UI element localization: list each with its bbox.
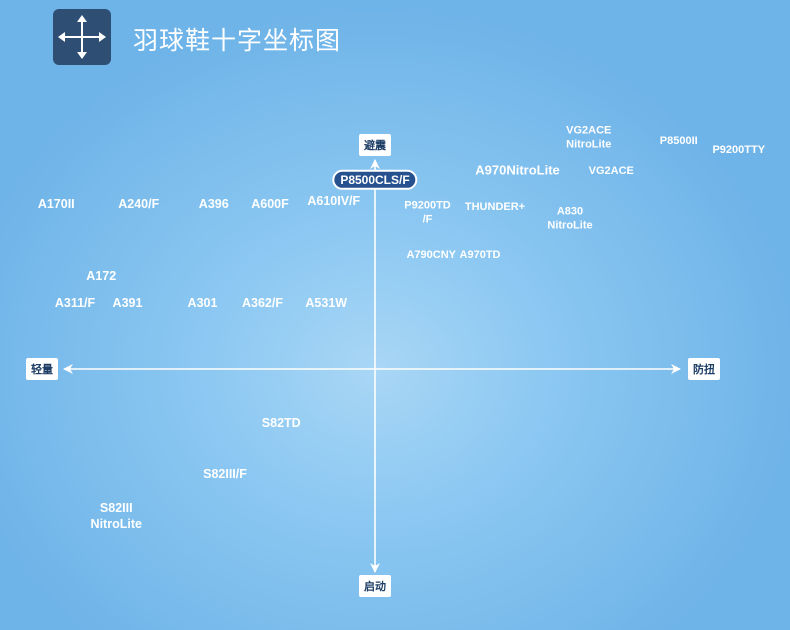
data-point-label: A830 NitroLite	[547, 205, 593, 232]
data-point-label: A531W	[305, 295, 348, 310]
data-point-label: A790CNY	[406, 248, 457, 261]
axis-label-left: 轻量	[26, 358, 58, 380]
axis-label-bottom: 启动	[359, 575, 391, 597]
data-point-label: P9200TD /F	[404, 199, 451, 226]
data-point-label: A311/F	[54, 295, 96, 310]
data-point-label: A970NitroLite	[475, 162, 560, 178]
data-point-label: VG2ACE NitroLite	[566, 124, 612, 151]
data-point-label: A362/F	[242, 295, 283, 310]
axis-label-right: 防扭	[688, 358, 720, 380]
data-point-label: P8500II	[659, 134, 698, 147]
data-point-label: P8500CLS/F	[332, 169, 418, 191]
move-arrows-icon	[53, 9, 111, 65]
data-point-label: THUNDER+	[464, 200, 526, 213]
data-point-label: A170II	[37, 196, 75, 211]
data-point-label: VG2ACE	[588, 164, 634, 177]
axis-label-top: 避震	[359, 134, 391, 156]
data-point-label: A172	[86, 268, 117, 283]
data-point-label: S82TD	[261, 415, 301, 430]
data-point-label: S82III/F	[203, 466, 247, 481]
data-point-label: A970TD	[459, 248, 501, 261]
data-point-label: P9200TTY	[712, 143, 766, 156]
data-point-label: A396	[198, 196, 229, 211]
data-point-label: A301	[187, 295, 218, 310]
data-point-label: A391	[112, 295, 143, 310]
data-point-label: A600F	[251, 196, 289, 211]
data-point-label: A240/F	[118, 196, 160, 211]
data-point-label: S82III NitroLite	[90, 500, 142, 531]
page-title: 羽球鞋十字坐标图	[133, 26, 342, 55]
data-point-label: A610IV/F	[307, 193, 361, 208]
